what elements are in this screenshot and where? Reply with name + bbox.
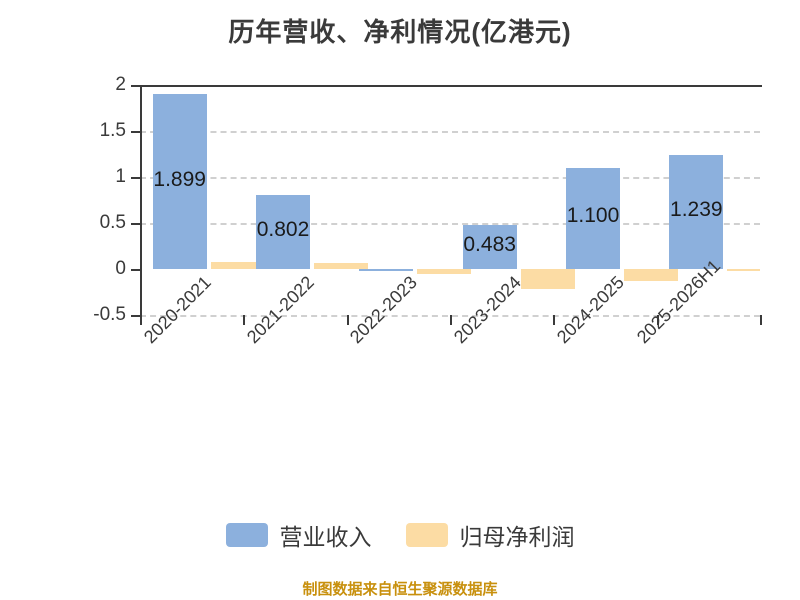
plot-area: 1.899 0.802 0.483 1.100 1.239: [131, 85, 762, 325]
y-tick-label: 1.5: [99, 120, 126, 141]
legend-swatch-revenue: [225, 523, 268, 547]
bar-revenue[interactable]: [669, 155, 724, 269]
bar-value-label: 1.100: [566, 204, 620, 228]
legend-label-revenue: 营业收入: [279, 524, 372, 550]
bar-revenue[interactable]: [152, 94, 207, 269]
y-tick: [131, 177, 140, 179]
x-tick: [553, 315, 556, 325]
bar-revenue[interactable]: [256, 195, 310, 269]
zero-line: [138, 85, 762, 87]
bar-revenue[interactable]: [359, 268, 414, 271]
legend-item-revenue[interactable]: 营业收入: [225, 518, 372, 552]
bar-value-label: 1.239: [670, 198, 723, 221]
y-tick: [131, 315, 140, 317]
bar-profit[interactable]: [520, 269, 575, 289]
x-tick: [656, 315, 659, 325]
y-tick-label: 1: [115, 166, 126, 187]
x-tick: [450, 315, 452, 325]
bar-profit[interactable]: [210, 261, 265, 269]
bar-profit[interactable]: [314, 263, 368, 269]
x-tick: [140, 315, 142, 325]
x-tick: [760, 315, 762, 325]
y-tick-label: 0: [115, 258, 126, 279]
chart-footnote: 制图数据来自恒生聚源数据库: [302, 581, 498, 598]
legend-label-profit: 归母净利润: [459, 524, 575, 550]
bar-revenue[interactable]: [566, 167, 620, 269]
y-tick-label: 2: [115, 74, 126, 95]
legend-item-profit[interactable]: 归母净利润: [405, 518, 575, 552]
y-tick: [131, 85, 140, 87]
bar-revenue[interactable]: [462, 224, 517, 269]
y-axis-line: [140, 85, 142, 315]
bar-profit[interactable]: [624, 269, 678, 281]
gridline: [140, 223, 760, 225]
bar-value-label: 0.802: [256, 218, 310, 242]
bar-value-label: 1.899: [153, 167, 206, 191]
y-tick: [131, 131, 140, 133]
bars-clip: 1.899 0.802 0.483 1.100 1.239: [140, 85, 760, 315]
x-tick: [346, 315, 349, 325]
y-tick: [131, 269, 140, 271]
gridline: [140, 131, 760, 133]
bar-profit[interactable]: [417, 269, 472, 275]
chart-title: 历年营收、净利情况(亿港元): [228, 17, 572, 47]
bar-value-label: 0.483: [463, 232, 516, 256]
y-tick-label: 0.5: [99, 212, 126, 233]
chart-legend: 营业收入 归母净利润: [0, 518, 800, 552]
x-tick: [243, 315, 246, 325]
gridline: [140, 177, 760, 179]
y-tick: [131, 223, 140, 225]
bar-profit[interactable]: [727, 269, 760, 271]
legend-swatch-profit: [405, 523, 448, 547]
y-tick-label: -0.5: [93, 304, 126, 325]
